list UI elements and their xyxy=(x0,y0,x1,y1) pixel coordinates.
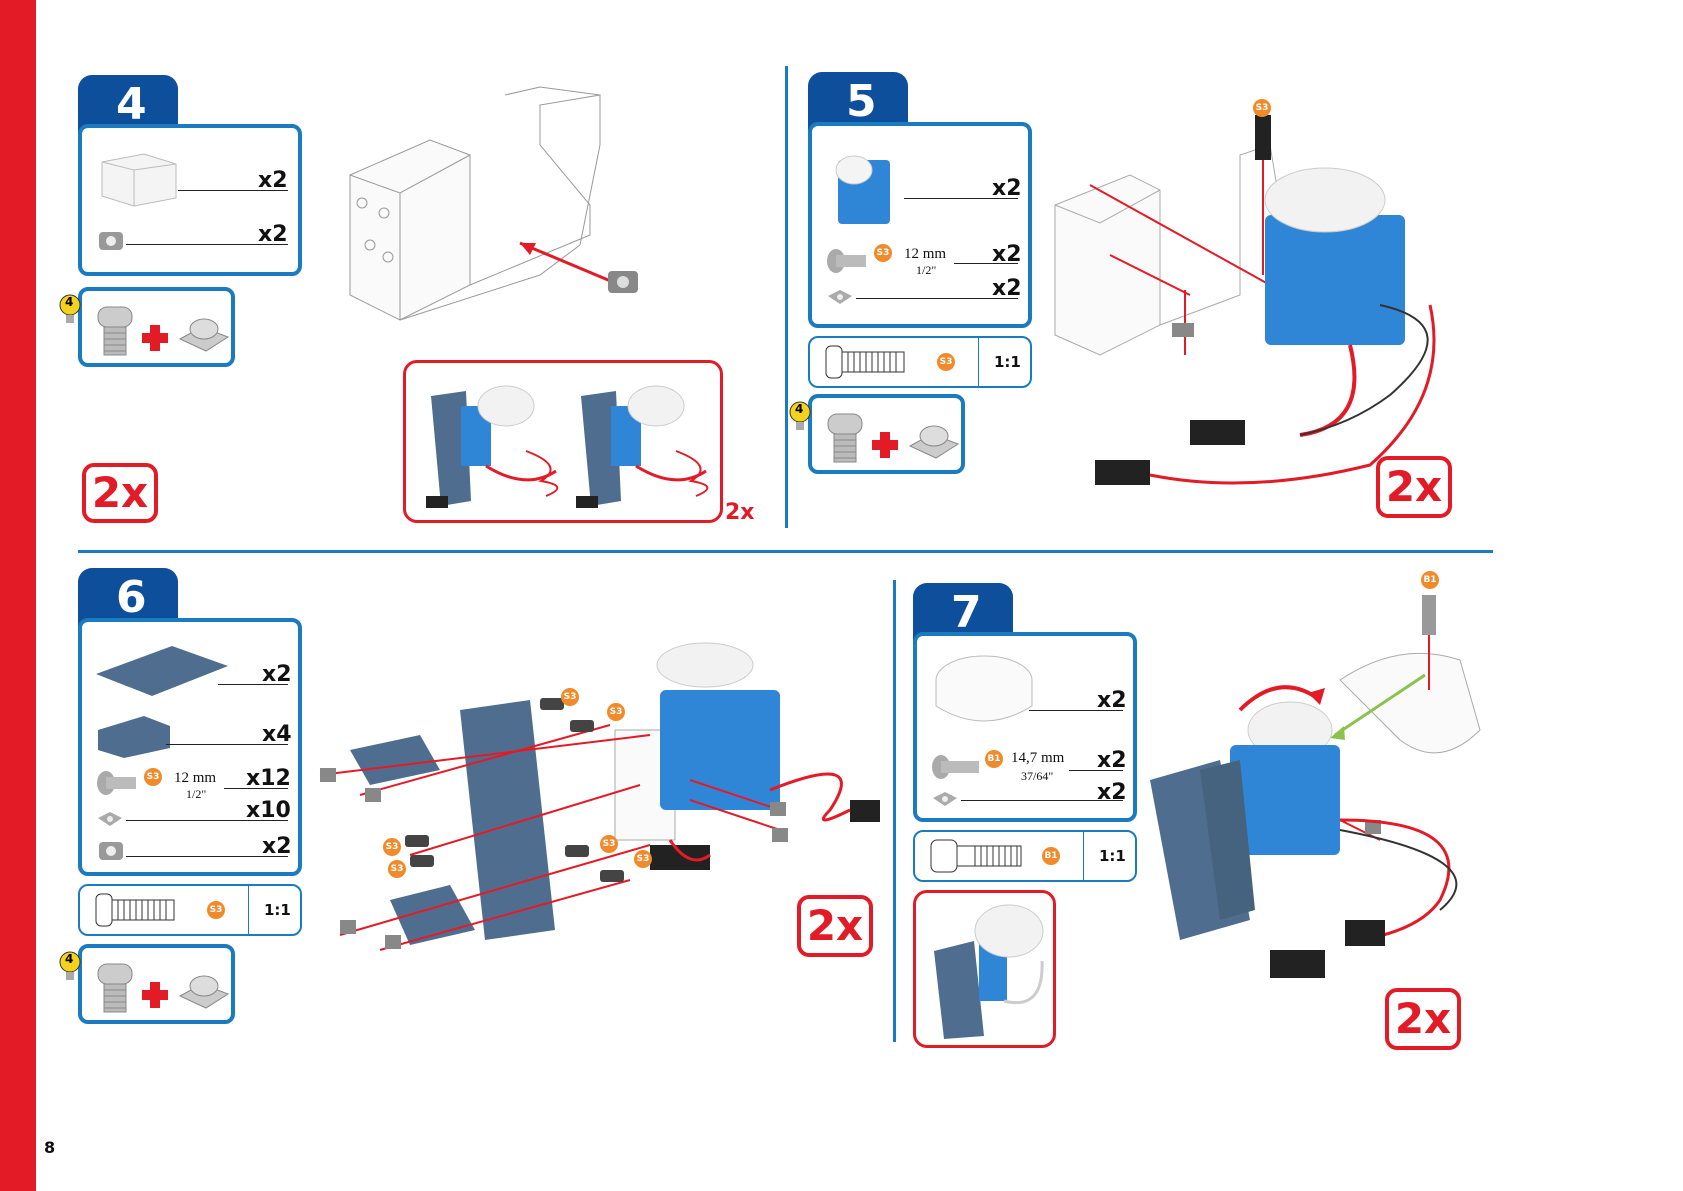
screw-actual-size-icon xyxy=(94,892,178,928)
screw-actual-size-icon xyxy=(929,838,1025,874)
nut-icon xyxy=(96,838,126,864)
screw-plus-nut-icon xyxy=(92,956,232,1018)
s3-badge: S3 xyxy=(144,768,162,786)
step-4-parts-box: x2 x2 xyxy=(78,124,302,276)
step-6-qty-3: x12 xyxy=(246,766,291,791)
step-4-bracket-illustration xyxy=(340,85,670,330)
step-6-multiplier: 2x xyxy=(797,895,873,957)
screw-actual-size-icon xyxy=(824,344,908,380)
s3-badge: S3 xyxy=(207,901,225,919)
red-edge-strip xyxy=(0,0,36,1191)
step-7-qty-1: x2 xyxy=(1097,688,1127,713)
step-6-tip-bulb-icon: 4 xyxy=(56,950,84,989)
step-6-scale-label: 1:1 xyxy=(264,901,291,919)
divider-vertical-top xyxy=(785,66,788,528)
b1-badge: B1 xyxy=(985,750,1003,768)
step-6-exploded-assembly-illustration xyxy=(310,630,890,1020)
step-6-qty-2: x4 xyxy=(262,722,292,747)
step-7-scale-box: B1 1:1 xyxy=(913,830,1137,882)
step-5-qty-3: x2 xyxy=(992,276,1022,301)
s3-badge: S3 xyxy=(874,244,892,262)
step-6-tip-box xyxy=(78,944,235,1024)
step-5-scale-label: 1:1 xyxy=(994,353,1021,371)
screw-plus-nut-icon xyxy=(92,299,232,361)
screw-b1-icon xyxy=(931,750,983,784)
step-7-qty-3: x2 xyxy=(1097,780,1127,805)
step-6-screw-length: 12 mm xyxy=(174,770,216,787)
s3-badge: S3 xyxy=(937,353,955,371)
square-nut-icon xyxy=(931,788,959,810)
step-7-parts-box: x2 B1 14,7 mm 37/64" x2 x2 xyxy=(913,632,1137,822)
step-7-horn-assembly-illustration xyxy=(1140,580,1520,1010)
page-number: 8 xyxy=(44,1138,55,1157)
step-6-parts-box: x2 x4 S3 12 mm 1/2" x12 x10 x2 xyxy=(78,618,302,876)
square-nut-icon xyxy=(826,286,854,308)
step-5-scale-box: S3 1:1 xyxy=(808,336,1032,388)
nut-icon xyxy=(96,228,126,254)
step-5-screw-inch: 1/2" xyxy=(916,263,936,278)
large-plate-part-icon xyxy=(92,640,232,702)
step-6-callout-s3-badge-5: S3 xyxy=(600,835,618,853)
screw-s3-icon xyxy=(96,766,140,800)
step-6-callout-s3-badge-4: S3 xyxy=(388,860,406,878)
step-5-tip-bulb-icon: 4 xyxy=(786,400,814,439)
step-6-callout-s3-badge-1: S3 xyxy=(561,688,579,706)
step-5-qty-1: x2 xyxy=(992,176,1022,201)
step-6-callout-s3-badge-6: S3 xyxy=(634,850,652,868)
square-nut-icon xyxy=(96,808,124,830)
step-7-screw-inch: 37/64" xyxy=(1021,769,1053,784)
step-5-callout-s3-badge: S3 xyxy=(1253,99,1271,117)
b1-badge: B1 xyxy=(1042,847,1060,865)
step-5-parts-box: x2 S3 12 mm 1/2" x2 x2 xyxy=(808,122,1032,328)
screw-s3-icon xyxy=(826,244,870,278)
step-6-screw-inch: 1/2" xyxy=(186,787,206,802)
step-4-inset-multiplier: 2x xyxy=(725,500,755,525)
step-6-scale-box: S3 1:1 xyxy=(78,884,302,936)
step-7-qty-2: x2 xyxy=(1097,748,1127,773)
step-6-qty-4: x10 xyxy=(246,798,291,823)
step-5-servo-assembly-illustration xyxy=(1050,95,1450,495)
small-plate-part-icon xyxy=(94,712,174,760)
step-4-inset-box xyxy=(403,360,723,523)
divider-horizontal xyxy=(78,550,1493,553)
step-4-qty-2: x2 xyxy=(258,222,288,247)
step-6-qty-5: x2 xyxy=(262,834,292,859)
screw-plus-nut-icon xyxy=(822,406,962,468)
servo-part-icon xyxy=(824,140,904,232)
step-7-inset-box xyxy=(913,890,1056,1048)
step-5-tip-box xyxy=(808,394,965,474)
divider-vertical-bottom xyxy=(893,580,896,1042)
step-4-qty-1: x2 xyxy=(258,168,288,193)
step-5-qty-2: x2 xyxy=(992,242,1022,267)
bracket-part-icon xyxy=(94,142,184,210)
step-5-multiplier: 2x xyxy=(1376,456,1452,518)
servo-horn-part-icon xyxy=(929,650,1039,728)
step-5-screw-length: 12 mm xyxy=(904,246,946,263)
step-4-tip-box xyxy=(78,287,235,367)
step-4-multiplier: 2x xyxy=(82,463,158,523)
step-6-callout-s3-badge-3: S3 xyxy=(383,838,401,856)
step-4-tip-bulb-icon: 4 xyxy=(56,293,84,332)
step-7-multiplier: 2x xyxy=(1385,988,1461,1050)
step-6-qty-1: x2 xyxy=(262,662,292,687)
step-7-callout-b1-badge: B1 xyxy=(1421,571,1439,589)
step-7-screw-length: 14,7 mm xyxy=(1011,750,1064,767)
step-6-callout-s3-badge-2: S3 xyxy=(607,703,625,721)
step-7-scale-label: 1:1 xyxy=(1099,847,1126,865)
